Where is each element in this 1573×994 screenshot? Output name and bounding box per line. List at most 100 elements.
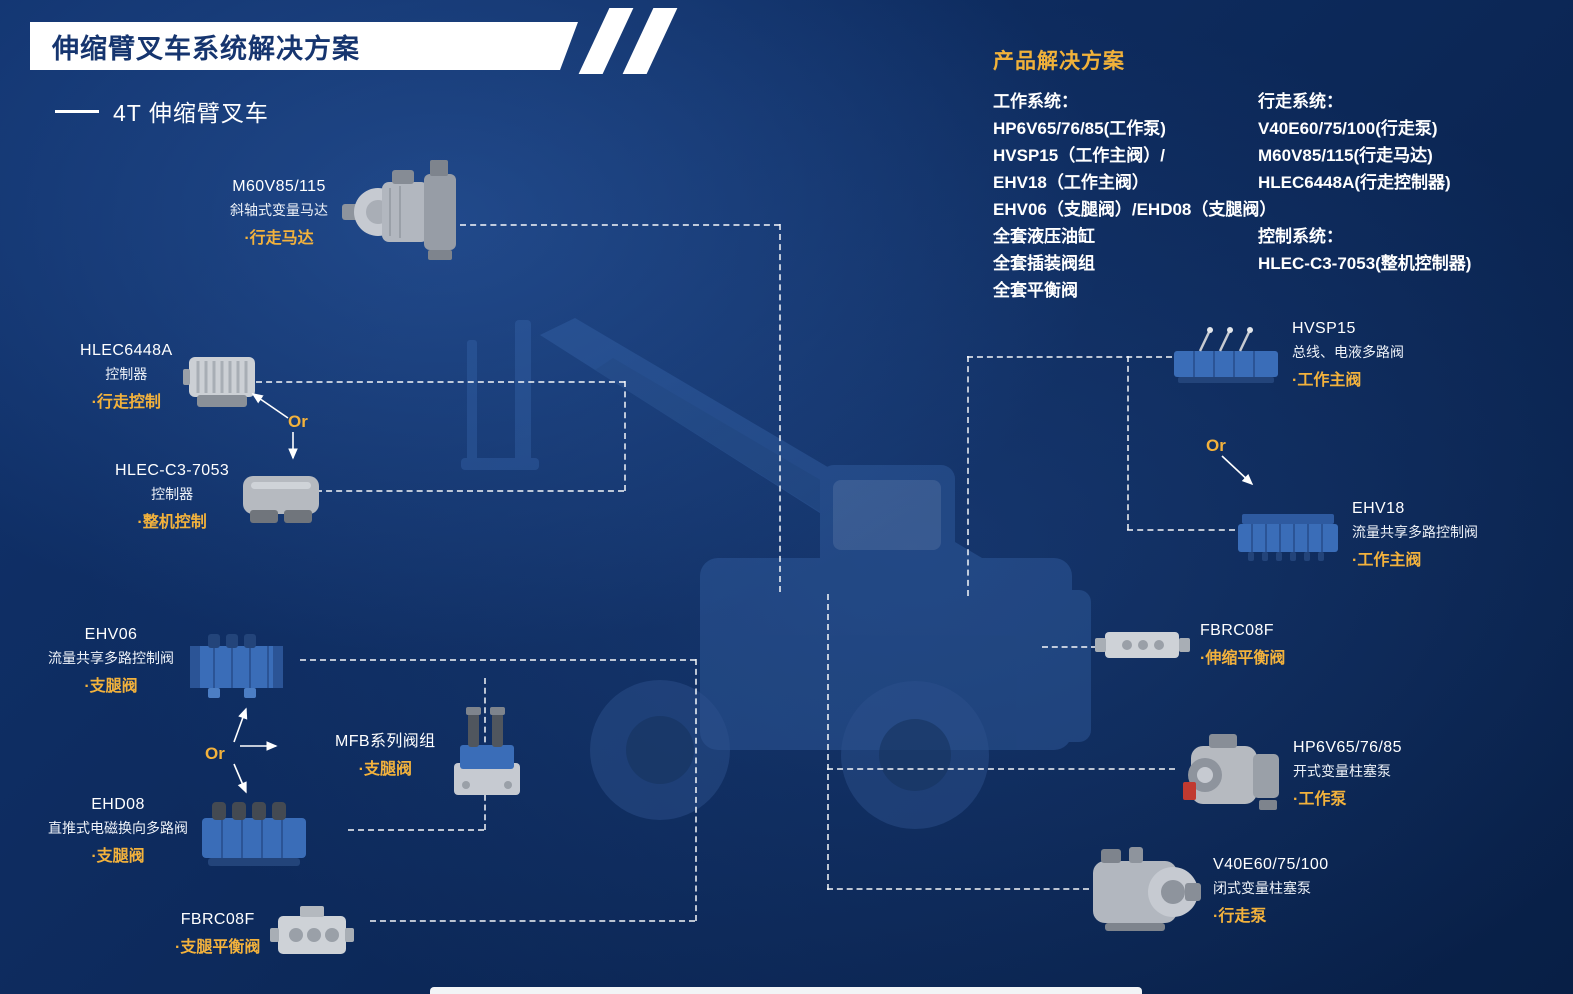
component-desc: 直推式电磁换向多路阀 xyxy=(48,819,188,836)
callout-hlec6448a-controller: HLEC6448A 控制器 ·行走控制 xyxy=(80,342,261,412)
component-tag: ·伸缩平衡阀 xyxy=(1200,650,1286,667)
solution-item: EHV18（工作主阀） xyxy=(993,173,1149,192)
solutions-work-column: 工作系统： HP6V65/76/85(工作泵) HVSP15（工作主阀）/ EH… xyxy=(993,88,1276,304)
component-model: HP6V65/76/85 xyxy=(1293,739,1402,756)
fbrc08f-valve-image xyxy=(1095,620,1190,670)
component-model: EHV18 xyxy=(1352,500,1405,517)
connector-line xyxy=(827,768,1175,770)
solution-item: 全套液压油缸 xyxy=(993,227,1095,246)
solution-item: 全套平衡阀 xyxy=(993,281,1078,300)
solution-item: 全套插装阀组 xyxy=(993,254,1095,273)
arrow-icon xyxy=(240,741,278,751)
component-model: HLEC6448A xyxy=(80,342,173,359)
component-tag: ·行走控制 xyxy=(91,394,161,411)
solutions-travel-control-column: 行走系统： V40E60/75/100(行走泵) M60V85/115(行走马达… xyxy=(1258,88,1471,277)
component-model: M60V85/115 xyxy=(232,178,326,195)
arrow-icon xyxy=(251,393,289,419)
component-desc: 闭式变量柱塞泵 xyxy=(1213,880,1311,896)
callout-hvsp15-work-main-valve: HVSP15 总线、电液多路阀 ·工作主阀 xyxy=(1170,320,1404,390)
solution-item: HVSP15（工作主阀）/ xyxy=(993,146,1165,165)
component-model: EHD08 xyxy=(91,795,145,813)
callout-hlec-c3-7053-controller: HLEC-C3-7053 控制器 ·整机控制 xyxy=(115,462,323,532)
connector-line xyxy=(300,659,696,661)
solution-item: M60V85/115(行走马达) xyxy=(1258,146,1433,165)
solution-section-title: 工作系统： xyxy=(993,92,1078,111)
component-tag: ·工作主阀 xyxy=(1292,372,1362,389)
v40e-pump-image xyxy=(1085,845,1203,937)
banner-stripe-icon xyxy=(578,8,634,74)
fbrc08f-valve-image xyxy=(270,898,355,970)
component-model: EHV06 xyxy=(84,625,138,643)
component-tag: ·支腿阀 xyxy=(91,847,145,865)
component-model: HVSP15 xyxy=(1292,320,1356,337)
arrow-icon xyxy=(233,763,247,794)
component-desc: 开式变量柱塞泵 xyxy=(1293,763,1391,779)
or-label: Or xyxy=(288,412,308,431)
connector-line xyxy=(348,829,484,831)
component-tag: ·工作泵 xyxy=(1293,791,1347,808)
telehandler-watermark xyxy=(461,318,1091,829)
callout-mfb-valve-group: MFB系列阀组 ·支腿阀 xyxy=(335,705,528,800)
component-desc: 流量共享多路控制阀 xyxy=(1352,524,1478,540)
solution-item: V40E60/75/100(行走泵) xyxy=(1258,119,1438,138)
callout-fbrc08f-telescopic-balance-valve: FBRC08F ·伸缩平衡阀 xyxy=(1095,620,1285,670)
component-model: MFB系列阀组 xyxy=(335,732,436,750)
component-tag: ·工作主阀 xyxy=(1352,552,1422,569)
connector-line xyxy=(256,381,625,383)
hlec6448a-controller-image xyxy=(182,345,261,409)
component-tag: ·支腿阀 xyxy=(84,677,138,695)
connector-line xyxy=(967,356,1172,358)
solution-section-title: 行走系统： xyxy=(1258,92,1343,111)
callout-ehd08-outrigger-valve: EHD08 直推式电磁换向多路阀 ·支腿阀 xyxy=(48,788,310,873)
m60v85-motor-image xyxy=(338,158,463,268)
solution-item: HLEC6448A(行走控制器) xyxy=(1258,173,1451,192)
callout-ehv18-work-main-valve: EHV18 流量共享多路控制阀 ·工作主阀 xyxy=(1234,500,1478,570)
callout-hp6v-work-pump: HP6V65/76/85 开式变量柱塞泵 ·工作泵 xyxy=(1175,730,1402,818)
ehd08-valve-image xyxy=(198,788,310,873)
solution-section-title: 控制系统： xyxy=(1258,227,1343,246)
callout-ehv06-outrigger-valve: EHV06 流量共享多路控制阀 ·支腿阀 xyxy=(48,618,289,703)
arrow-icon xyxy=(1221,455,1254,486)
solution-item: HLEC-C3-7053(整机控制器) xyxy=(1258,254,1472,273)
connector-line xyxy=(967,356,969,596)
component-model: HLEC-C3-7053 xyxy=(115,462,230,479)
subtitle-dash xyxy=(55,109,99,113)
connector-line xyxy=(624,381,626,491)
arrow-icon xyxy=(233,707,248,743)
callout-fbrc08f-outrigger-balance-valve: FBRC08F ·支腿平衡阀 xyxy=(175,898,355,970)
connector-line xyxy=(695,659,697,921)
component-tag: ·整机控制 xyxy=(137,514,207,531)
connector-line xyxy=(827,594,829,890)
callout-m60v85-travel-motor: M60V85/115 斜轴式变量马达 ·行走马达 xyxy=(230,158,463,268)
title-banner: 伸缩臂叉车系统解决方案 xyxy=(30,22,578,70)
component-desc: 控制器 xyxy=(151,486,194,502)
component-desc: 总线、电液多路阀 xyxy=(1292,344,1404,360)
banner-stripe-icon xyxy=(622,8,678,74)
component-desc: 流量共享多路控制阀 xyxy=(48,649,174,666)
component-tag: ·支腿阀 xyxy=(358,760,412,778)
connector-line xyxy=(316,490,624,492)
callout-v40e-travel-pump: V40E60/75/100 闭式变量柱塞泵 ·行走泵 xyxy=(1085,845,1329,937)
solutions-gap xyxy=(1258,196,1471,223)
solutions-heading: 产品解决方案 xyxy=(993,50,1125,73)
component-model: FBRC08F xyxy=(1200,622,1274,639)
mfb-valve-image xyxy=(446,705,528,800)
connector-line xyxy=(827,888,1089,890)
component-model: V40E60/75/100 xyxy=(1213,856,1329,873)
connector-line xyxy=(1127,356,1129,530)
page-title: 伸缩臂叉车系统解决方案 xyxy=(52,33,360,64)
ehv06-valve-image xyxy=(184,618,289,703)
page-subtitle: 4T 伸缩臂叉车 xyxy=(113,100,269,126)
hp6v-pump-image xyxy=(1175,730,1283,818)
component-desc: 斜轴式变量马达 xyxy=(230,202,328,218)
hlec-c3-7053-controller-image xyxy=(239,468,323,526)
hvsp15-valve-image xyxy=(1170,325,1282,385)
component-tag: ·行走泵 xyxy=(1213,908,1267,925)
ehv18-valve-image xyxy=(1234,506,1342,564)
component-tag: ·行走马达 xyxy=(244,230,314,247)
component-model: FBRC08F xyxy=(180,911,255,928)
connector-line xyxy=(1042,646,1097,648)
connector-line xyxy=(460,224,780,226)
subtitle-row: 4T 伸缩臂叉车 xyxy=(55,94,269,128)
